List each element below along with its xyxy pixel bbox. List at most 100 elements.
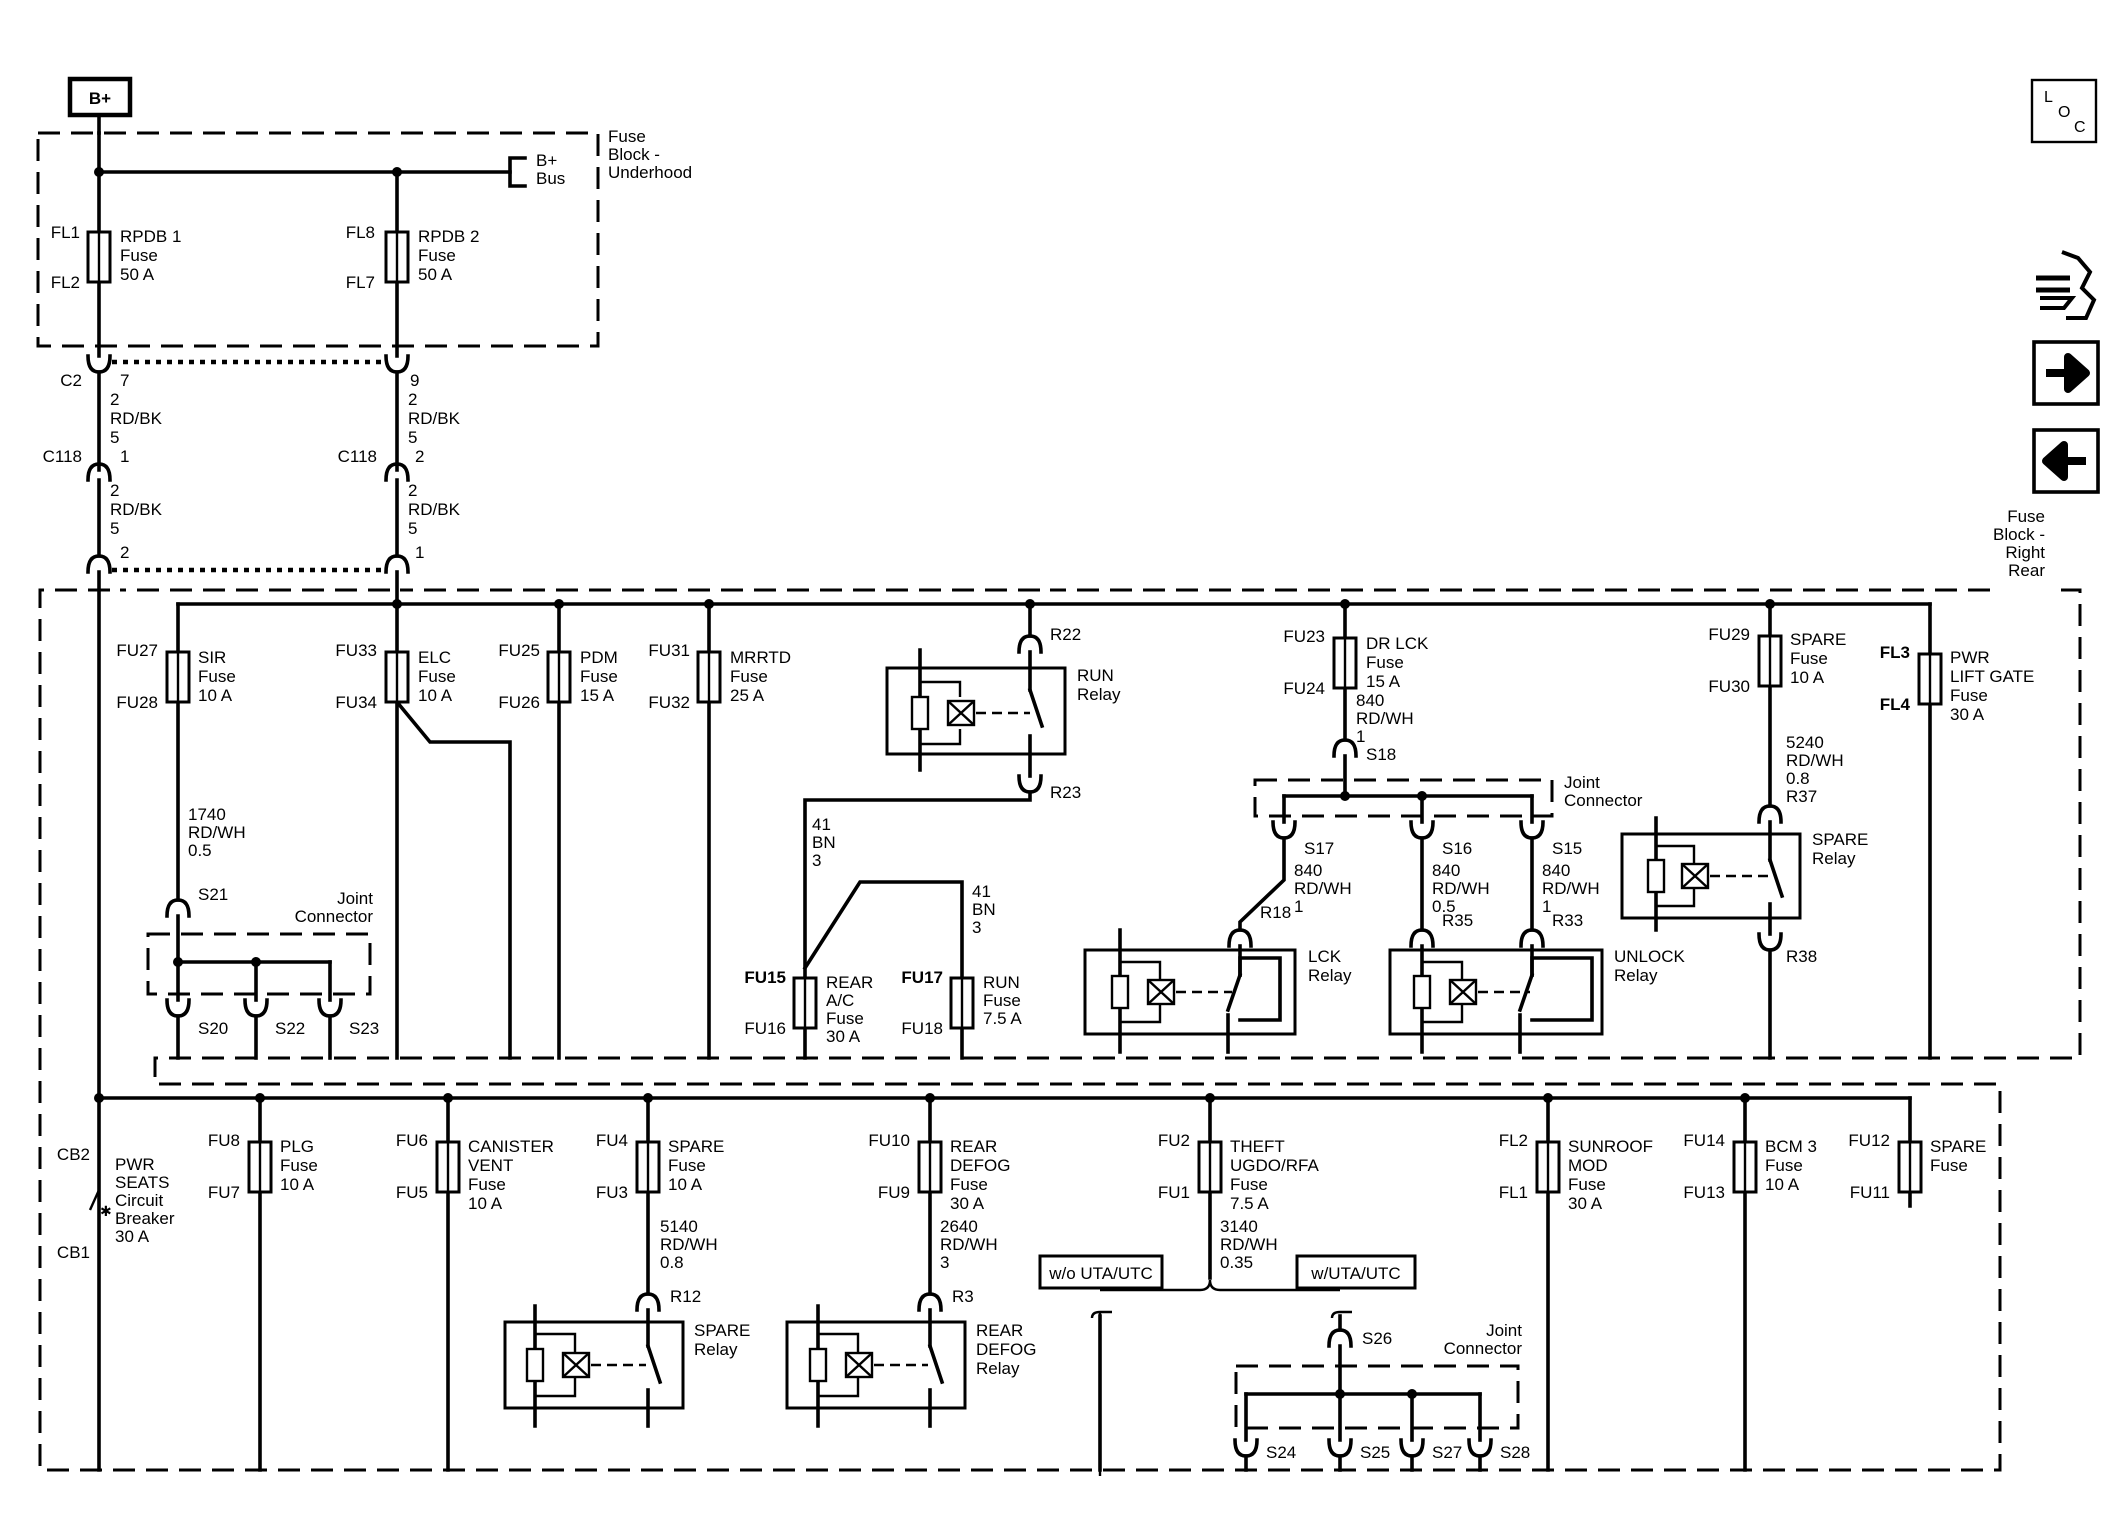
splice-label: S24: [1266, 1443, 1296, 1462]
fuse-name: DEFOG: [950, 1156, 1010, 1175]
wire-label: 41: [812, 815, 831, 834]
relay-label: REAR: [976, 1321, 1023, 1340]
relay-label: UNLOCK: [1614, 947, 1686, 966]
fuse-cavity-label: FU28: [116, 693, 158, 712]
splice-label: S22: [275, 1019, 305, 1038]
fuse-cavity-label: FU16: [744, 1019, 786, 1038]
terminal-label: R35: [1442, 911, 1473, 930]
wire-label: 0.8: [1786, 769, 1810, 788]
terminal-label: R12: [670, 1287, 701, 1306]
terminal-label: R18: [1260, 903, 1291, 922]
wire-label: 41: [972, 882, 991, 901]
fuse-cavity-label: FL7: [346, 273, 375, 292]
fuse-cavity-label: FU14: [1683, 1131, 1725, 1150]
splice-label: S20: [198, 1019, 228, 1038]
wire-label: 1: [1294, 897, 1303, 916]
wire-label: 5: [110, 519, 119, 538]
fuse-name: UGDO/RFA: [1230, 1156, 1319, 1175]
fuse-name: PLG: [280, 1137, 314, 1156]
fuse-name: PWR: [1950, 648, 1990, 667]
wire-label: 2: [110, 390, 119, 409]
rear-fuse-block-upper: Fuse Block - Right Rear FU27 FU28 SIR Fu…: [38, 507, 2082, 1472]
c2-label: C2: [60, 371, 82, 390]
terminal-label: R37: [1786, 787, 1817, 806]
wire-label: 840: [1294, 861, 1322, 880]
fuse-name: LIFT GATE: [1950, 667, 2034, 686]
fuse-rating: 10 A: [418, 686, 453, 705]
fuse-cavity-label: FL2: [51, 273, 80, 292]
fuse-kind: Fuse: [580, 667, 618, 686]
fuse-name: SPARE: [668, 1137, 724, 1156]
wire-label: 5: [408, 428, 417, 447]
fuse-name: VENT: [468, 1156, 513, 1175]
wire-label: 3: [812, 851, 821, 870]
wire-label: 2: [408, 481, 417, 500]
fuse-cavity-label: FU2: [1158, 1131, 1190, 1150]
wire-label: BN: [972, 900, 996, 919]
breaker-label: SEATS: [115, 1173, 169, 1192]
rear-block-title-2: Block -: [1993, 525, 2045, 544]
fuse-kind: Fuse: [1568, 1175, 1606, 1194]
joint-connector-label: Connector: [1564, 791, 1643, 810]
fuse-cavity-label: FU25: [498, 641, 540, 660]
fuse-rating: 7.5 A: [983, 1009, 1022, 1028]
relay-label: SPARE: [1812, 830, 1868, 849]
wire-label: 2640: [940, 1217, 978, 1236]
connector-view-icon[interactable]: [2036, 250, 2097, 320]
fuse-name: SPARE: [1790, 630, 1846, 649]
splice-label: S26: [1362, 1329, 1392, 1348]
wire-label: 5: [110, 428, 119, 447]
wire-label: RD/BK: [408, 409, 461, 428]
unlock-relay: [1388, 944, 1604, 1054]
next-page-arrow-icon[interactable]: [2032, 340, 2100, 406]
fuse-cavity-label: FU27: [116, 641, 158, 660]
splice-label: S15: [1552, 839, 1582, 858]
wire-label: RD/BK: [408, 500, 461, 519]
relay-label: Relay: [976, 1359, 1020, 1378]
fuse-rating: 50 A: [120, 265, 155, 284]
breaker-label: PWR: [115, 1155, 155, 1174]
fuse-kind: Fuse: [468, 1175, 506, 1194]
breaker-label: 30 A: [115, 1227, 150, 1246]
underhood-title-3: Underhood: [608, 163, 692, 182]
splice-label: S28: [1500, 1443, 1530, 1462]
fuse-rating: 30 A: [1568, 1194, 1603, 1213]
fuse-name: CANISTER: [468, 1137, 554, 1156]
previous-page-arrow-icon[interactable]: [2032, 428, 2100, 494]
fuse-cavity-label: FU30: [1708, 677, 1750, 696]
fuse-name: REAR: [826, 973, 873, 992]
fuse-rating: 10 A: [1790, 668, 1825, 687]
fuse-cavity-label: FU12: [1848, 1131, 1890, 1150]
fuse-name: SIR: [198, 648, 226, 667]
fuse-kind: Fuse: [826, 1009, 864, 1028]
wire-label: 5140: [660, 1217, 698, 1236]
fuse-cavity-label: FU10: [868, 1131, 910, 1150]
fuse-cavity-label: FU29: [1708, 625, 1750, 644]
bplus-bus-label-1: B+: [536, 151, 557, 170]
fuse-rating: 15 A: [1366, 672, 1401, 691]
fuse-rating: 30 A: [826, 1027, 861, 1046]
pin-label: 7: [120, 371, 129, 390]
spare-relay-upper: [1620, 816, 1802, 936]
relay-label: SPARE: [694, 1321, 750, 1340]
wire-label: RD/WH: [940, 1235, 998, 1254]
fuse-cavity-label: FL8: [346, 223, 375, 242]
fuse-cavity-label: FU26: [498, 693, 540, 712]
fuse-kind: Fuse: [983, 991, 1021, 1010]
fuse-kind: Fuse: [730, 667, 768, 686]
relay-label: RUN: [1077, 666, 1114, 685]
loc-button[interactable]: L O C: [2030, 78, 2098, 144]
fuse-name: A/C: [826, 991, 854, 1010]
joint-connector-label: Connector: [1444, 1339, 1523, 1358]
fuse-cavity-label: FU34: [335, 693, 377, 712]
wire-label: 3140: [1220, 1217, 1258, 1236]
fuse-name: RPDB 1: [120, 227, 181, 246]
fuse-kind: Fuse: [1230, 1175, 1268, 1194]
loc-letter-o: O: [2058, 104, 2070, 121]
wire-label: BN: [812, 833, 836, 852]
splice-label: S17: [1304, 839, 1334, 858]
wire-label: 1740: [188, 805, 226, 824]
run-relay: [885, 648, 1067, 778]
fuse-rating: 15 A: [580, 686, 615, 705]
fuse-cavity-label: FL4: [1880, 695, 1911, 714]
